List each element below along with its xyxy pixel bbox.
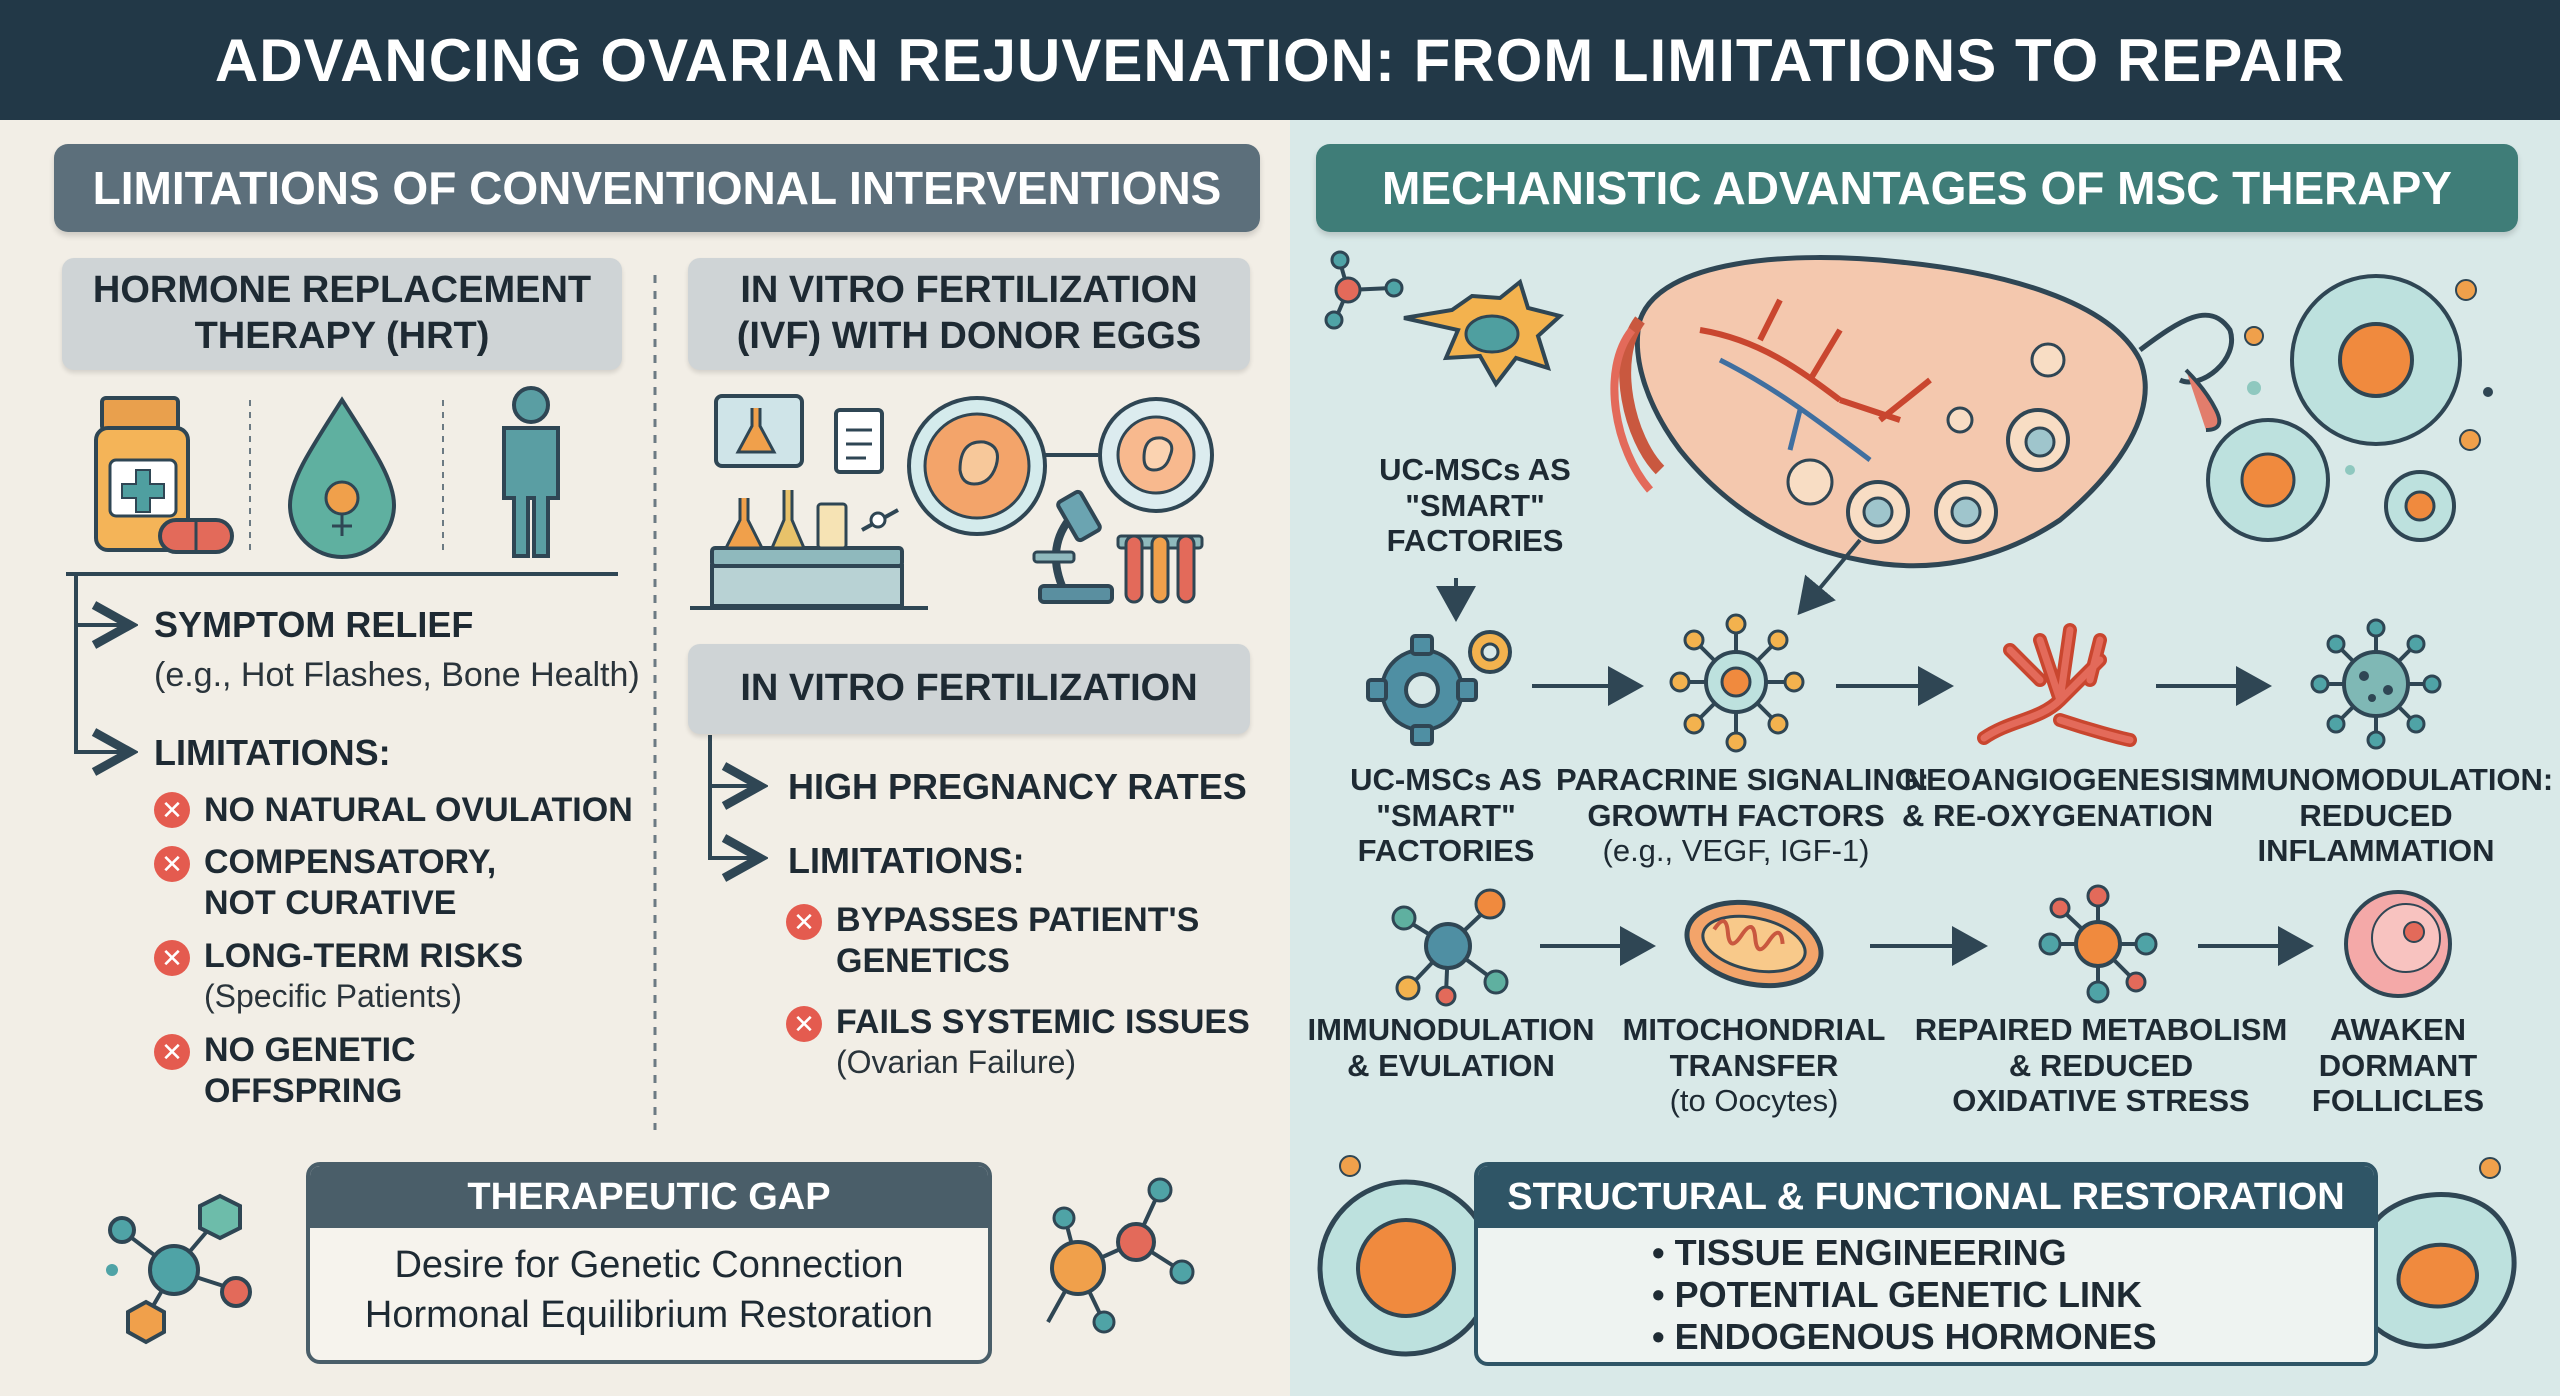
msc-factory-label-top: UC-MSCs AS "SMART" FACTORIES — [1379, 452, 1571, 559]
follicle-icon — [2344, 890, 2452, 998]
restoration-item: • ENDOGENOUS HORMONES — [1652, 1316, 2157, 1357]
molecule-icon-left — [106, 1193, 252, 1345]
ivf-heading: IN VITRO FERTILIZATION — [688, 644, 1250, 734]
mechanism-step-immunodulation: IMMUNODULATION & EVULATION — [1307, 1012, 1595, 1083]
lab-bench-icon — [690, 394, 928, 610]
large-cell-icon-right — [2313, 1157, 2517, 1349]
ivf-limitation-item: BYPASSES PATIENT'S GENETICS — [836, 901, 1200, 980]
ovary-uterus-icon — [1610, 255, 2235, 569]
ivf-limitations-label: LIMITATIONS: — [788, 840, 1025, 881]
x-mark-icon: ✕ — [154, 1034, 190, 1070]
hrt-limitation-item: NO NATURAL OVULATION — [204, 791, 633, 829]
therapeutic-gap-title: THERAPEUTIC GAP — [310, 1166, 988, 1228]
hrt-heading: HORMONE REPLACEMENT THERAPY (HRT) — [62, 258, 622, 370]
therapeutic-gap-box: THERAPEUTIC GAP Desire for Genetic Conne… — [306, 1162, 992, 1364]
stem-cell-icon — [1403, 278, 1565, 388]
molecule-icon-small — [1324, 250, 1404, 330]
restoration-item: • POTENTIAL GENETIC LINK — [1652, 1274, 2142, 1315]
x-mark-icon: ✕ — [154, 846, 190, 882]
left-section-banner: LIMITATIONS OF CONVENTIONAL INTERVENTION… — [54, 144, 1260, 232]
x-mark-icon: ✕ — [154, 792, 190, 828]
x-mark-icon: ✕ — [154, 940, 190, 976]
ivf-limitation-item: FAILS SYSTEMIC ISSUES (Ovarian Failure) — [836, 1003, 1250, 1080]
hrt-limitations-label: LIMITATIONS: — [154, 732, 391, 773]
metabolism-molecule-icon — [2038, 884, 2158, 1004]
mechanism-step-awaken-follicles: AWAKEN DORMANT FOLLICLES — [2311, 1012, 2485, 1119]
title-bar: ADVANCING OVARIAN REJUVENATION: FROM LIM… — [0, 0, 2560, 120]
x-mark-icon: ✕ — [786, 1006, 822, 1042]
paracrine-signal-icon — [1669, 613, 1805, 753]
immune-cell-icon — [2310, 618, 2442, 750]
person-icon — [502, 386, 560, 558]
restoration-box: STRUCTURAL & FUNCTIONAL RESTORATION • TI… — [1474, 1162, 2378, 1366]
mechanism-step-mitochondrial-transfer: MITOCHONDRIAL TRANSFER (to Oocytes) — [1622, 1012, 1886, 1119]
x-mark-icon: ✕ — [786, 904, 822, 940]
hrt-benefit: SYMPTOM RELIEF — [154, 604, 474, 645]
blood-vessel-icon — [1977, 623, 2137, 747]
page-title: ADVANCING OVARIAN REJUVENATION: FROM LIM… — [214, 26, 2346, 94]
test-tubes-icon — [1116, 534, 1204, 604]
restoration-title: STRUCTURAL & FUNCTIONAL RESTORATION — [1478, 1166, 2374, 1228]
molecule-network-icon — [1391, 888, 1509, 1007]
therapeutic-gap-line: Hormonal Equilibrium Restoration — [364, 1294, 934, 1336]
mitochondria-icon — [1684, 899, 1824, 989]
molecule-icon-right — [1046, 1177, 1195, 1334]
hrt-limitation-item: LONG-TERM RISKS (Specific Patients) — [204, 937, 524, 1014]
right-section-banner: MECHANISTIC ADVANTAGES OF MSC THERAPY — [1316, 144, 2518, 232]
ivf-benefit: HIGH PREGNANCY RATES — [788, 766, 1247, 807]
mechanism-step-repaired-metabolism: REPAIRED METABOLISM & REDUCED OXIDATIVE … — [1914, 1012, 2288, 1119]
microscope-icon — [1032, 489, 1114, 604]
embryo-petri-icon — [907, 396, 1214, 536]
mechanism-step-paracrine-signaling: PARACRINE SIGNALING: GROWTH FACTORS (e.g… — [1556, 762, 1930, 869]
mechanism-step-immunomodulation: IMMUNOMODULATION: REDUCED INFLAMMATION — [2206, 762, 2554, 869]
therapeutic-gap-line: Desire for Genetic Connection — [394, 1244, 904, 1286]
large-cell-icon-left — [1317, 1155, 1495, 1357]
pill-bottle-icon — [94, 396, 234, 554]
ivf-donor-heading: IN VITRO FERTILIZATION (IVF) WITH DONOR … — [688, 258, 1250, 370]
hrt-limitation-item: NO GENETIC OFFSPRING — [204, 1031, 416, 1110]
mechanism-step-neoangiogenesis: NEOANGIOGENESIS & RE-OXYGENATION — [1902, 762, 2214, 833]
cell-cluster-icon — [2206, 274, 2493, 542]
mechanism-step-msc-factories: UC-MSCs AS "SMART" FACTORIES — [1350, 762, 1542, 869]
hrt-limitation-item: COMPENSATORY, NOT CURATIVE — [204, 843, 497, 922]
gear-icon — [1366, 630, 1512, 746]
hrt-benefit-note: (e.g., Hot Flashes, Bone Health) — [154, 656, 640, 694]
hormone-drop-icon — [287, 396, 397, 559]
restoration-list: • TISSUE ENGINEERING • POTENTIAL GENETIC… — [1478, 1228, 2374, 1358]
restoration-item: • TISSUE ENGINEERING — [1652, 1232, 2067, 1273]
